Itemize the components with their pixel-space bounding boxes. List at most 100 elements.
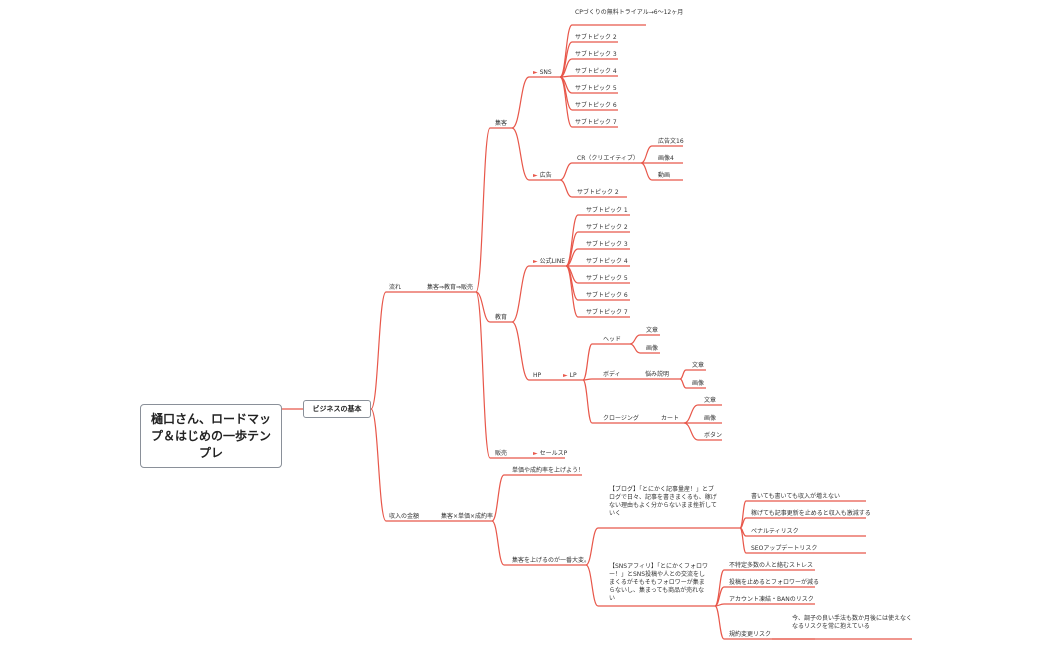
topic-body[interactable]: ボディ xyxy=(603,371,621,378)
flag-marker-icon: ► xyxy=(533,258,538,265)
topic-snsaff-note[interactable]: 今、調子の良い手法も数か月後には使えなくなるリスクを常に抱えている xyxy=(792,615,913,630)
root-topic[interactable]: 樋口さん、ロードマップ＆はじめの一歩テンプレ xyxy=(140,404,282,468)
topic-line-item-7[interactable]: サブトピック 7 xyxy=(586,309,628,316)
topic-line-item-6[interactable]: サブトピック 6 xyxy=(586,292,628,299)
topic-sns-item-4[interactable]: サブトピック 4 xyxy=(575,68,617,75)
topic-attract[interactable]: 集客 xyxy=(495,120,508,127)
connector-line-2 xyxy=(370,291,418,410)
connector-line-46 xyxy=(491,474,582,522)
topic-cr-item-2[interactable]: 画像4 xyxy=(658,155,674,162)
connector-line-22 xyxy=(640,162,683,181)
topic-ads-label: 広告 xyxy=(539,172,552,179)
topic-line-item-2[interactable]: サブトピック 2 xyxy=(586,224,628,231)
topic-sns-label: SNS xyxy=(539,69,552,76)
flag-marker-icon: ► xyxy=(533,172,538,179)
topic-blog-item-4[interactable]: SEOアップデートリスク xyxy=(751,545,818,552)
topic-sns-item-1-label: CPづくりの無料トライアル→6〜12ヶ月 xyxy=(575,9,684,16)
connector-line-39 xyxy=(679,369,706,380)
topic-sns-item-7[interactable]: サブトピック 7 xyxy=(575,119,617,126)
topic-cart[interactable]: カート xyxy=(661,415,680,422)
topic-cr-item-1[interactable]: 広告文16 xyxy=(658,138,684,145)
connector-line-35 xyxy=(582,379,650,424)
connector-line-56 xyxy=(714,603,815,607)
connector-line-44 xyxy=(683,422,722,441)
topic-sns-affiliate[interactable]: 【SNSアフィリ】「とにかくフォロワー！」とSNS投稿や人との交流をしまくるがそ… xyxy=(609,563,708,602)
topic-problem-image[interactable]: 画像 xyxy=(692,380,705,387)
connector-line-57 xyxy=(714,605,815,640)
connector-line-48 xyxy=(585,527,740,566)
topic-head-text[interactable]: 文章 xyxy=(646,327,659,334)
connector-line-10 xyxy=(511,127,560,181)
topic-sns-item-2[interactable]: サブトピック 2 xyxy=(575,34,617,41)
topic-hardest-attract[interactable]: 集客を上げるのが一番大変。 xyxy=(512,557,591,564)
connector-line-18 xyxy=(559,162,641,181)
topic-problem-text[interactable]: 文章 xyxy=(692,362,705,369)
connector-line-3 xyxy=(370,408,436,522)
connector-line-42 xyxy=(683,404,722,424)
topic-flow[interactable]: 流れ xyxy=(389,284,402,291)
connector-line-53 xyxy=(739,527,866,554)
connector-line-37 xyxy=(629,343,660,354)
topic-closing[interactable]: クロージング xyxy=(603,415,639,422)
topic-head[interactable]: ヘッド xyxy=(603,336,622,343)
connector-line-19 xyxy=(559,179,627,198)
flag-marker-icon: ► xyxy=(533,450,538,457)
connector-line-9 xyxy=(511,76,560,129)
connector-line-8 xyxy=(475,291,512,459)
connector-line-40 xyxy=(679,378,706,389)
topic-cart-text[interactable]: 文章 xyxy=(704,397,717,404)
topic-raise-price[interactable]: 単価や成約率を上げよう！ xyxy=(512,467,585,474)
topic-cart-image[interactable]: 画像 xyxy=(704,415,717,422)
topic-problem[interactable]: 悩み説明 xyxy=(645,371,670,378)
connector-line-24 xyxy=(511,321,555,381)
connector-line-14 xyxy=(559,75,618,78)
topic-snsaff-item-2[interactable]: 投稿を止めるとフォロワーが減る xyxy=(729,579,820,586)
topic-blog-item-1[interactable]: 書いても書いても収入が増えない xyxy=(751,493,841,500)
connector-line-13 xyxy=(559,58,618,78)
topic-lp-label: LP xyxy=(569,372,577,379)
connector-line-27 xyxy=(565,248,630,267)
topic-snsaff-item-3[interactable]: アカウント凍結・BANのリスク xyxy=(729,596,814,603)
topic-ads[interactable]: ►広告 xyxy=(533,172,552,180)
topic-head-image[interactable]: 画像 xyxy=(646,345,659,352)
topic-income-summary[interactable]: 集客×単価×成約率 xyxy=(441,513,494,520)
connector-line-6 xyxy=(475,127,512,293)
topic-blog-item-2[interactable]: 稼げても記事更新を止めると収入も激減する xyxy=(751,510,871,517)
topic-blog[interactable]: 【ブログ】「とにかく記事量産！」とブログで日々、記事を書きまくるも、稼げない理由… xyxy=(609,486,717,517)
topic-line[interactable]: ►公式LINE xyxy=(533,258,565,266)
topic-flow-summary[interactable]: 集客⇒教育⇒販売 xyxy=(427,284,474,291)
topic-line-label: 公式LINE xyxy=(539,258,566,265)
connector-line-49 xyxy=(585,564,715,607)
main-topic-business-basics[interactable]: ビジネスの基本 xyxy=(303,400,371,418)
topic-snsaff-item-1[interactable]: 不特定多数の人と絡むストレス xyxy=(729,562,814,569)
topic-sns-item-6[interactable]: サブトピック 6 xyxy=(575,102,617,109)
topic-cr[interactable]: CR（クリエイティブ） xyxy=(577,155,639,162)
topic-sns-item-5[interactable]: サブトピック 5 xyxy=(575,85,617,92)
topic-blog-item-3[interactable]: ペナルティリスク xyxy=(751,528,799,535)
topic-sell[interactable]: 販売 xyxy=(495,450,508,457)
topic-line-item-3[interactable]: サブトピック 3 xyxy=(586,241,628,248)
connector-line-20 xyxy=(640,145,683,164)
topic-sns-item-1[interactable]: CPづくりの無料トライアル→6〜12ヶ月 xyxy=(575,9,683,17)
connector-line-17 xyxy=(559,76,618,128)
topic-cart-button[interactable]: ボタン xyxy=(704,432,723,439)
topic-line-item-4[interactable]: サブトピック 4 xyxy=(586,258,628,265)
topic-line-item-1[interactable]: サブトピック 1 xyxy=(586,207,628,214)
topic-sns[interactable]: ►SNS xyxy=(533,69,552,77)
topic-cr-item-3[interactable]: 動画 xyxy=(658,172,671,179)
topic-sales-p[interactable]: ►セールスP xyxy=(533,450,567,458)
topic-hp[interactable]: HP xyxy=(533,372,542,379)
topic-sns-item-3[interactable]: サブトピック 3 xyxy=(575,51,617,58)
connector-line-47 xyxy=(491,520,586,566)
topic-ads-sub2[interactable]: サブトピック 2 xyxy=(577,189,619,196)
topic-snsaff-item-4[interactable]: 規約変更リスク xyxy=(729,631,772,638)
connector-line-7 xyxy=(475,291,512,323)
topic-line-item-5[interactable]: サブトピック 5 xyxy=(586,275,628,282)
flag-marker-icon: ► xyxy=(563,372,568,379)
connector-line-23 xyxy=(511,265,566,323)
topic-lp[interactable]: ►LP xyxy=(563,372,577,380)
topic-educate[interactable]: 教育 xyxy=(495,314,508,321)
topic-income[interactable]: 収入の金額 xyxy=(389,513,420,520)
connector-line-33 xyxy=(582,343,630,381)
